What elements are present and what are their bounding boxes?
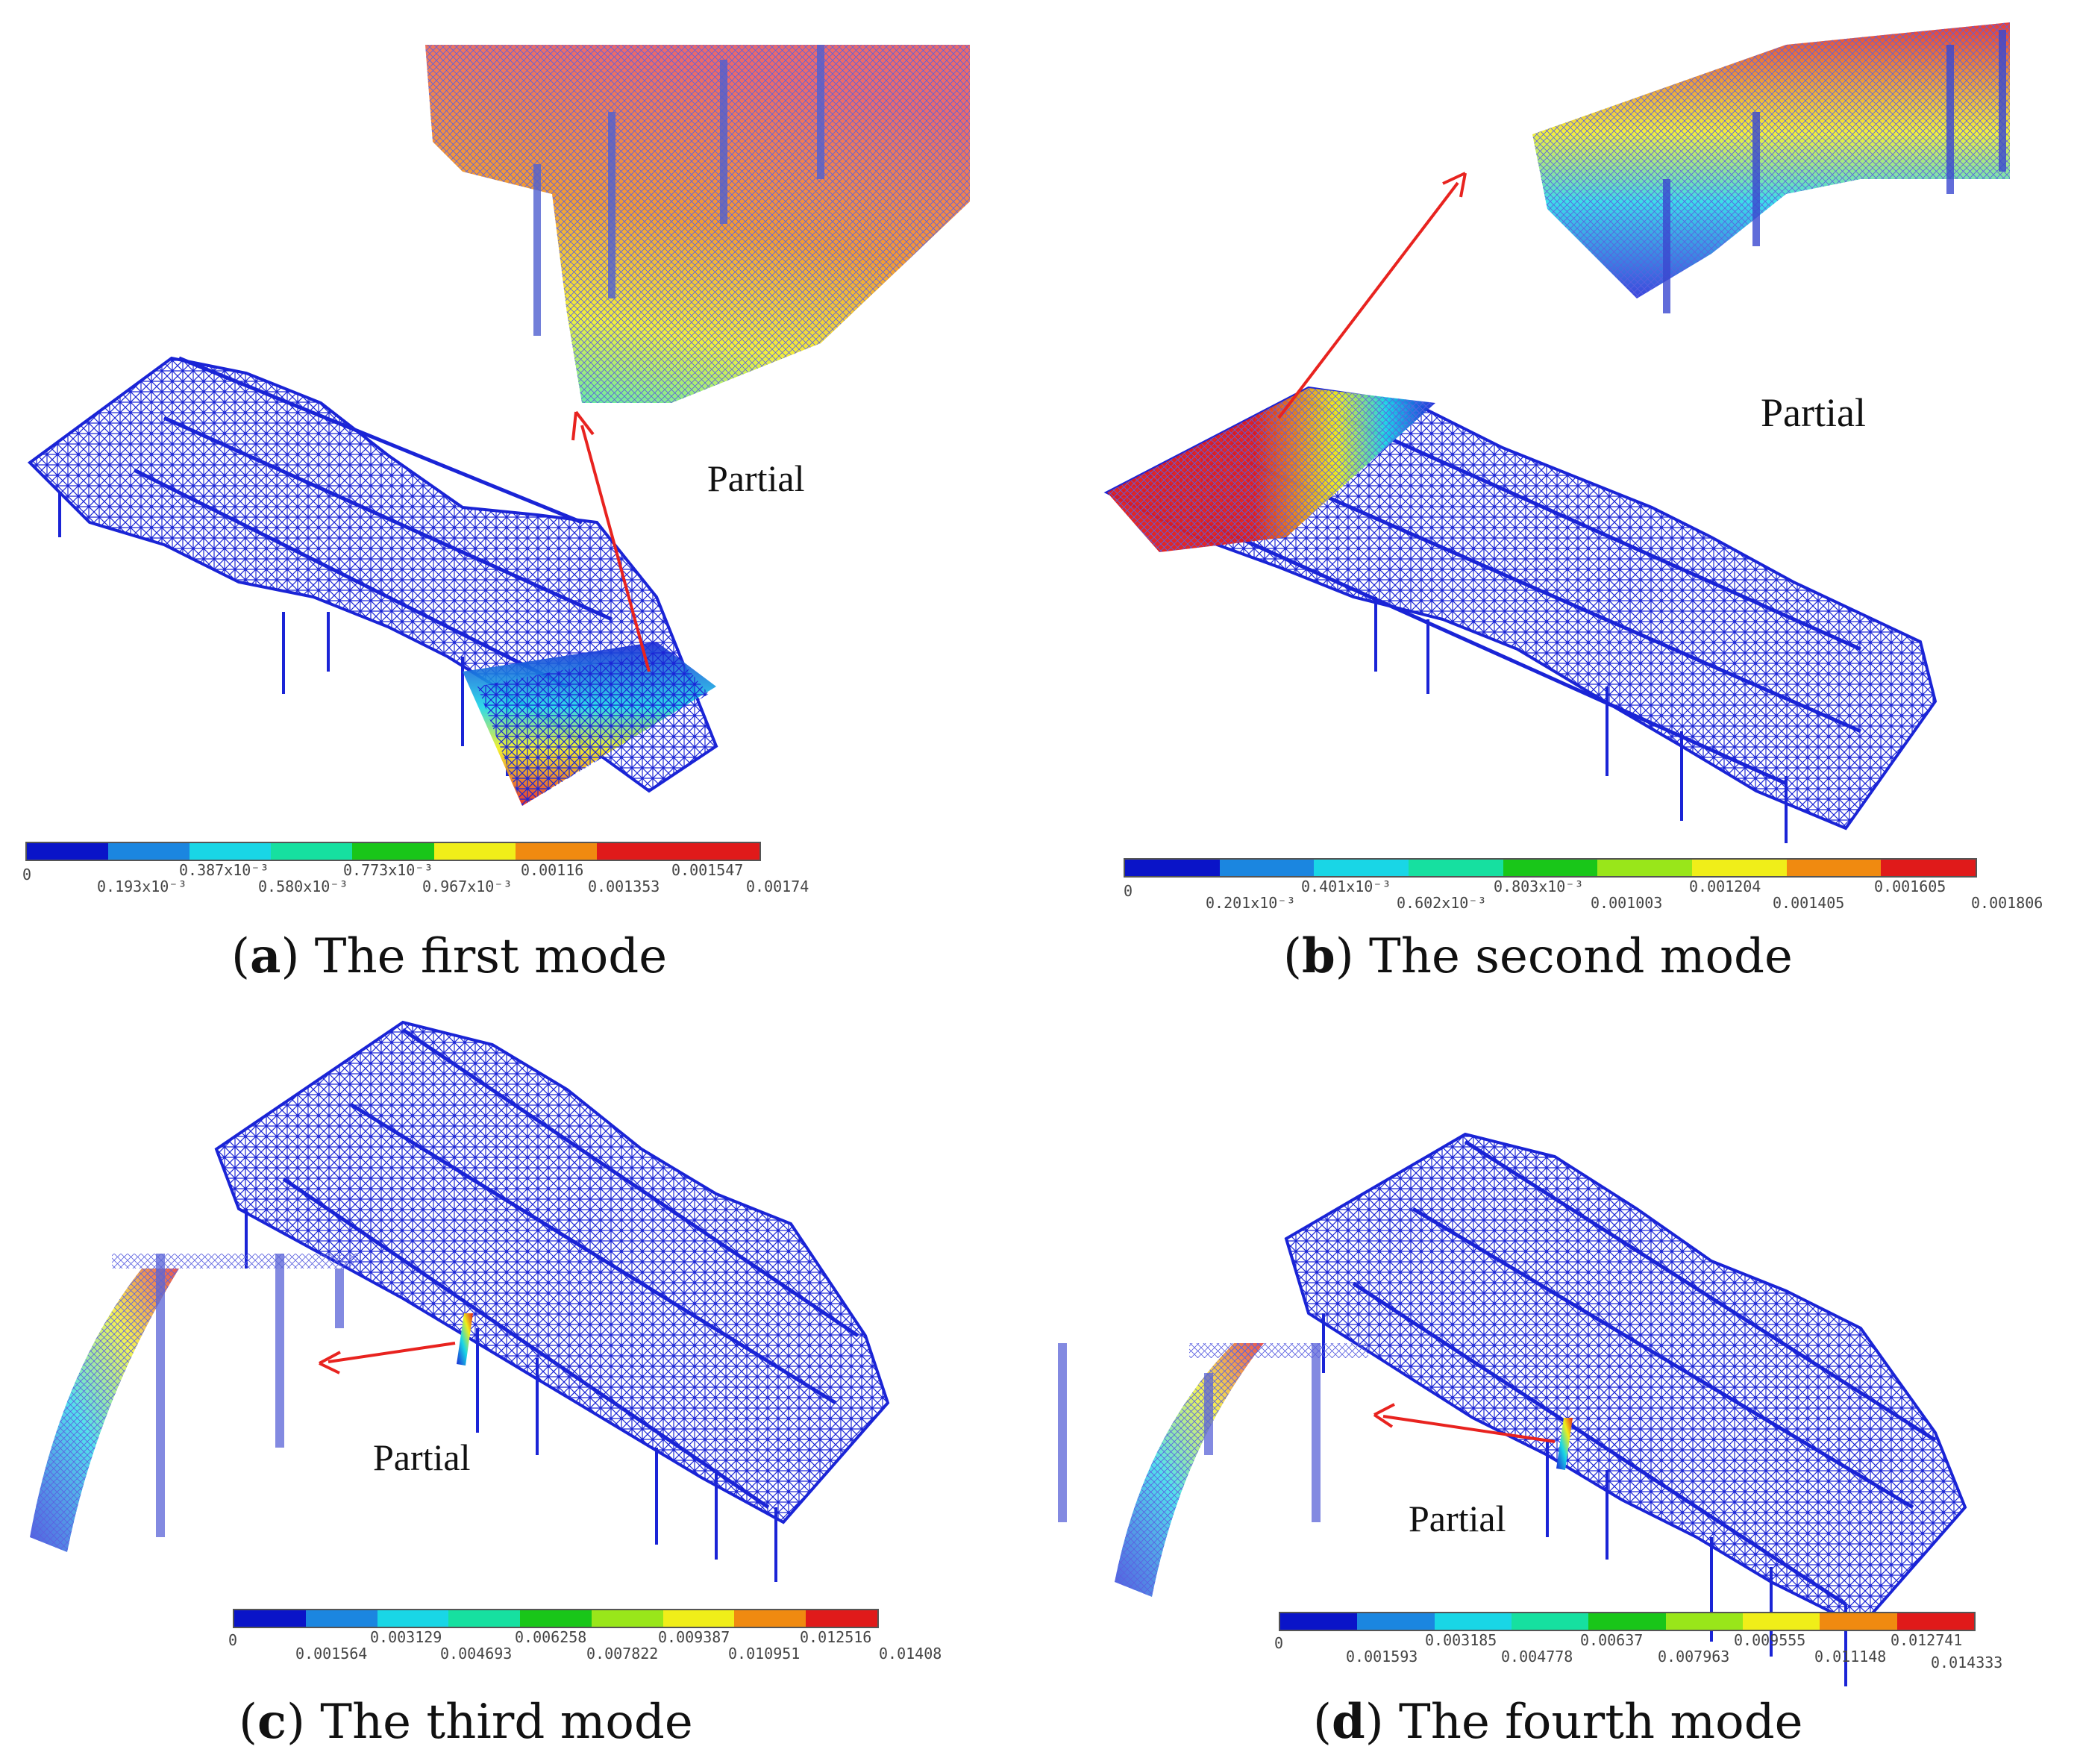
legend-tick: 0.009555: [1734, 1631, 1806, 1649]
legend-tick: 0.001806: [1971, 894, 2043, 912]
legend-mode-1: 0 0.193x10⁻³ 0.387x10⁻³ 0.580x10⁻³ 0.773…: [22, 842, 809, 901]
legend-tick: 0.773x10⁻³: [343, 861, 433, 879]
legend-tick: 0.00116: [521, 861, 584, 879]
legend-tick: 0: [1124, 882, 1133, 900]
legend-colorbar: [1279, 1612, 1976, 1631]
legend-tick: 0.387x10⁻³: [179, 861, 269, 879]
legend-tick: 0.001204: [1689, 878, 1761, 895]
legend-tick: 0.003185: [1425, 1631, 1497, 1649]
legend-tick: 0.580x10⁻³: [258, 878, 348, 895]
mode-2-structure-figure: [1103, 22, 2010, 843]
legend-tick: 0.001593: [1346, 1648, 1418, 1666]
legend-tick: 0.00637: [1580, 1631, 1644, 1649]
legend-tick: 0: [1274, 1634, 1284, 1652]
legend-tick: 0.01408: [879, 1645, 942, 1663]
legend-mode-4: 0 0.001593 0.003185 0.004778 0.00637 0.0…: [1274, 1612, 2002, 1671]
caption-a: (a) The first mode: [231, 928, 668, 984]
partial-label: Partial: [1409, 1498, 1506, 1539]
mode-4-structure-figure: [1058, 1132, 1967, 1686]
panel-a: Partial 0 0.193x10⁻³ 0.387x10⁻³ 0.580x10…: [0, 0, 1040, 985]
legend-mode-3: 0 0.001564 0.003129 0.004693 0.006258 0.…: [228, 1609, 942, 1668]
legend-tick: 0.001353: [588, 878, 660, 895]
caption-d: (d) The fourth mode: [1313, 1694, 1803, 1750]
legend-mode-2: 0 0.201x10⁻³ 0.401x10⁻³ 0.602x10⁻³ 0.803…: [1124, 858, 2043, 918]
legend-colorbar: [233, 1609, 879, 1628]
legend-tick: 0: [228, 1631, 238, 1649]
legend-colorbar: [25, 842, 761, 861]
legend-tick: 0.003129: [370, 1628, 442, 1646]
partial-label: Partial: [707, 457, 805, 499]
legend-tick: 0.014333: [1931, 1654, 2003, 1671]
legend-tick: 0.201x10⁻³: [1206, 894, 1296, 912]
legend-tick: 0.401x10⁻³: [1301, 878, 1391, 895]
panel-d: Partial 0 0.001593 0.003185 0.004778 0.0…: [1040, 985, 2080, 1764]
legend-tick: 0.012741: [1891, 1631, 1963, 1649]
caption-c: (c) The third mode: [239, 1694, 693, 1750]
legend-tick: 0.011148: [1814, 1648, 1887, 1666]
panel-c: Partial 0 0.001564 0.003129 0.004693 0.0…: [0, 985, 1040, 1764]
legend-tick: 0.001405: [1773, 894, 1845, 912]
legend-tick: 0.012516: [800, 1628, 872, 1646]
legend-tick: 0.007963: [1658, 1648, 1730, 1666]
legend-tick: 0.010951: [728, 1645, 801, 1663]
mode-1-structure-figure: [27, 45, 970, 806]
partial-label: Partial: [373, 1436, 471, 1478]
panel-b: Partial 0 0.201x10⁻³ 0.401x10⁻³ 0.602x10…: [1040, 0, 2080, 985]
legend-tick: 0.00174: [746, 878, 809, 895]
legend-tick: 0.006258: [515, 1628, 587, 1646]
caption-b: (b) The second mode: [1283, 928, 1793, 984]
legend-tick: 0.967x10⁻³: [422, 878, 513, 895]
legend-tick: 0.803x10⁻³: [1494, 878, 1584, 895]
legend-tick: 0.001605: [1874, 878, 1946, 895]
legend-tick: 0.001003: [1591, 894, 1663, 912]
legend-tick: 0.007822: [586, 1645, 659, 1663]
partial-label: Partial: [1761, 390, 1866, 435]
legend-colorbar: [1124, 858, 1977, 878]
legend-tick: 0.001564: [295, 1645, 368, 1663]
legend-tick: 0.001547: [671, 861, 744, 879]
legend-tick: 0.602x10⁻³: [1397, 894, 1487, 912]
mode-3-structure-figure: [30, 1020, 890, 1582]
legend-tick: 0.009387: [658, 1628, 730, 1646]
legend-tick: 0.193x10⁻³: [97, 878, 187, 895]
legend-tick: 0.004693: [440, 1645, 513, 1663]
legend-tick: 0: [22, 866, 32, 883]
legend-tick: 0.004778: [1501, 1648, 1573, 1666]
